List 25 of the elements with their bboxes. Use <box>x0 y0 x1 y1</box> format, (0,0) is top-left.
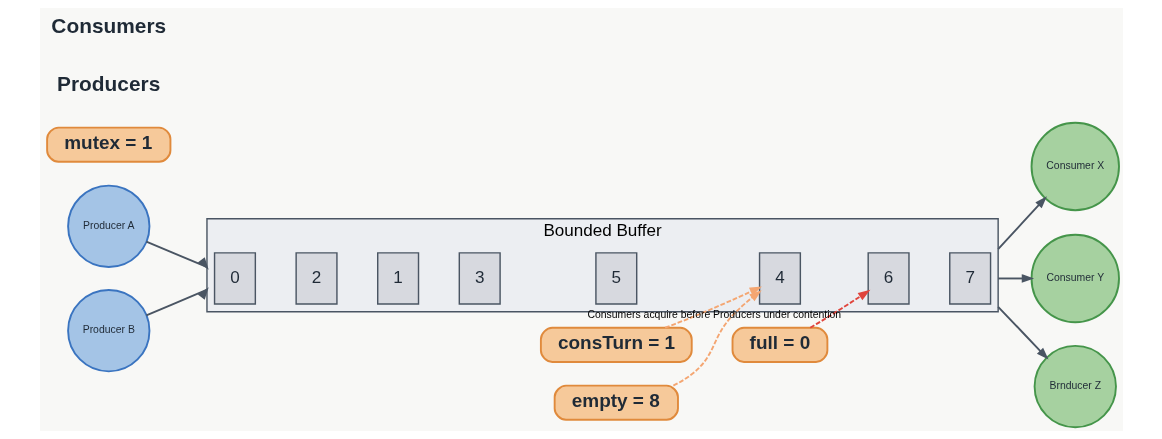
arrow <box>996 274 1034 283</box>
node-box: 7 <box>948 252 991 305</box>
arrow <box>144 287 209 317</box>
arrow <box>996 196 1047 251</box>
node-circle: Producer A <box>66 184 150 268</box>
label: Consumers <box>50 14 166 38</box>
node-box: 6 <box>866 252 910 305</box>
node-box: 5 <box>594 252 637 305</box>
node-box: 3 <box>458 252 501 305</box>
node-box: 1 <box>376 252 419 305</box>
node-box: full = 0 <box>731 326 828 363</box>
node-box: mutex = 1 <box>45 126 171 163</box>
node-box: consTurn = 1 <box>539 326 693 363</box>
node-box: 2 <box>294 252 338 305</box>
node-box: 4 <box>758 252 801 305</box>
arrow <box>808 289 870 329</box>
arrow <box>144 240 209 270</box>
node-box: empty = 8 <box>553 384 679 421</box>
node-circle: Consumer Y <box>1030 233 1120 324</box>
arrow <box>996 305 1049 360</box>
node-circle: Producer B <box>66 289 150 373</box>
arrow <box>663 286 762 329</box>
node-box: 0 <box>213 252 256 305</box>
arrow <box>671 290 762 387</box>
label: Producers <box>56 72 160 96</box>
